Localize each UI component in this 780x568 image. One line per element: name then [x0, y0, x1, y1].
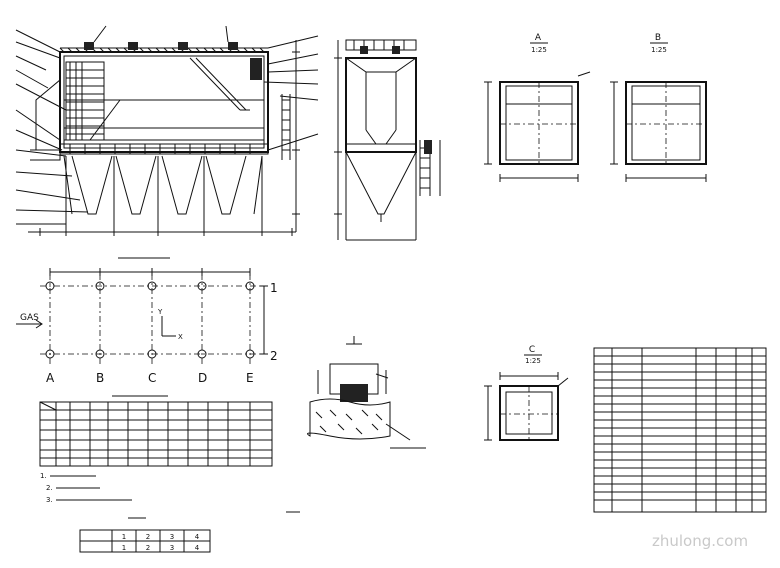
section-b-scale: 1:25	[651, 46, 667, 54]
section-a-scale: 1:25	[531, 46, 547, 54]
axis-label-e: E	[246, 371, 254, 385]
axis-label-d: D	[198, 371, 207, 385]
anchor-table-cell-2: 2	[146, 544, 150, 552]
axis-label-2: 2	[270, 349, 278, 363]
anchor-table-header-3: 3	[170, 533, 174, 541]
loads-table	[39, 395, 273, 467]
axis-label-1: 1	[270, 281, 278, 295]
section-a-label: A	[535, 33, 542, 43]
section-c-label: C	[529, 345, 535, 355]
roof-unit	[228, 42, 238, 50]
axis-y-label: Y	[157, 308, 163, 316]
roof-unit	[178, 42, 188, 50]
axis-label-b: B	[96, 371, 104, 385]
anchor-table-cell-3: 3	[170, 544, 174, 552]
axis-label-c: C	[148, 371, 156, 385]
note-2-number: 2.	[46, 484, 53, 492]
outlet-block	[250, 58, 262, 80]
roof-hatch	[59, 47, 265, 53]
section-b-label: B	[655, 33, 661, 43]
anchor-table-header-4: 4	[195, 533, 200, 541]
notes: 1. 2. 3.	[40, 472, 132, 504]
foundation-plan: A B C D E 1 2 GAS Y X	[16, 257, 278, 385]
material-list-table	[593, 347, 767, 513]
gas-flow-arrow	[16, 319, 43, 329]
anchor-table-header-1: 1	[122, 533, 126, 541]
anchor-table-header-2: 2	[146, 533, 150, 541]
foundation-detail	[307, 336, 426, 449]
axis-label-a: A	[46, 371, 55, 385]
anchor-table-cell-4: 4	[195, 544, 200, 552]
side-elevation	[334, 39, 441, 241]
anchor-table-cell-1: 1	[122, 544, 126, 552]
gas-label: GAS	[20, 313, 39, 323]
roof-unit	[128, 42, 138, 50]
column-pads	[45, 281, 255, 359]
anchor-table: 1 2 3 4 1 2 3 4	[79, 517, 211, 553]
note-1-number: 1.	[40, 472, 47, 480]
section-a-view: A 1:25	[484, 33, 591, 182]
roof-unit	[84, 42, 94, 50]
axis-x-label: X	[178, 333, 183, 341]
section-c-view: C 1:25	[484, 345, 569, 441]
front-elevation	[15, 25, 319, 236]
note-3-number: 3.	[46, 496, 53, 504]
watermark-text: zhulong.com	[652, 532, 748, 550]
section-c-scale: 1:25	[525, 357, 541, 365]
section-b-view: B 1:25	[610, 33, 707, 182]
